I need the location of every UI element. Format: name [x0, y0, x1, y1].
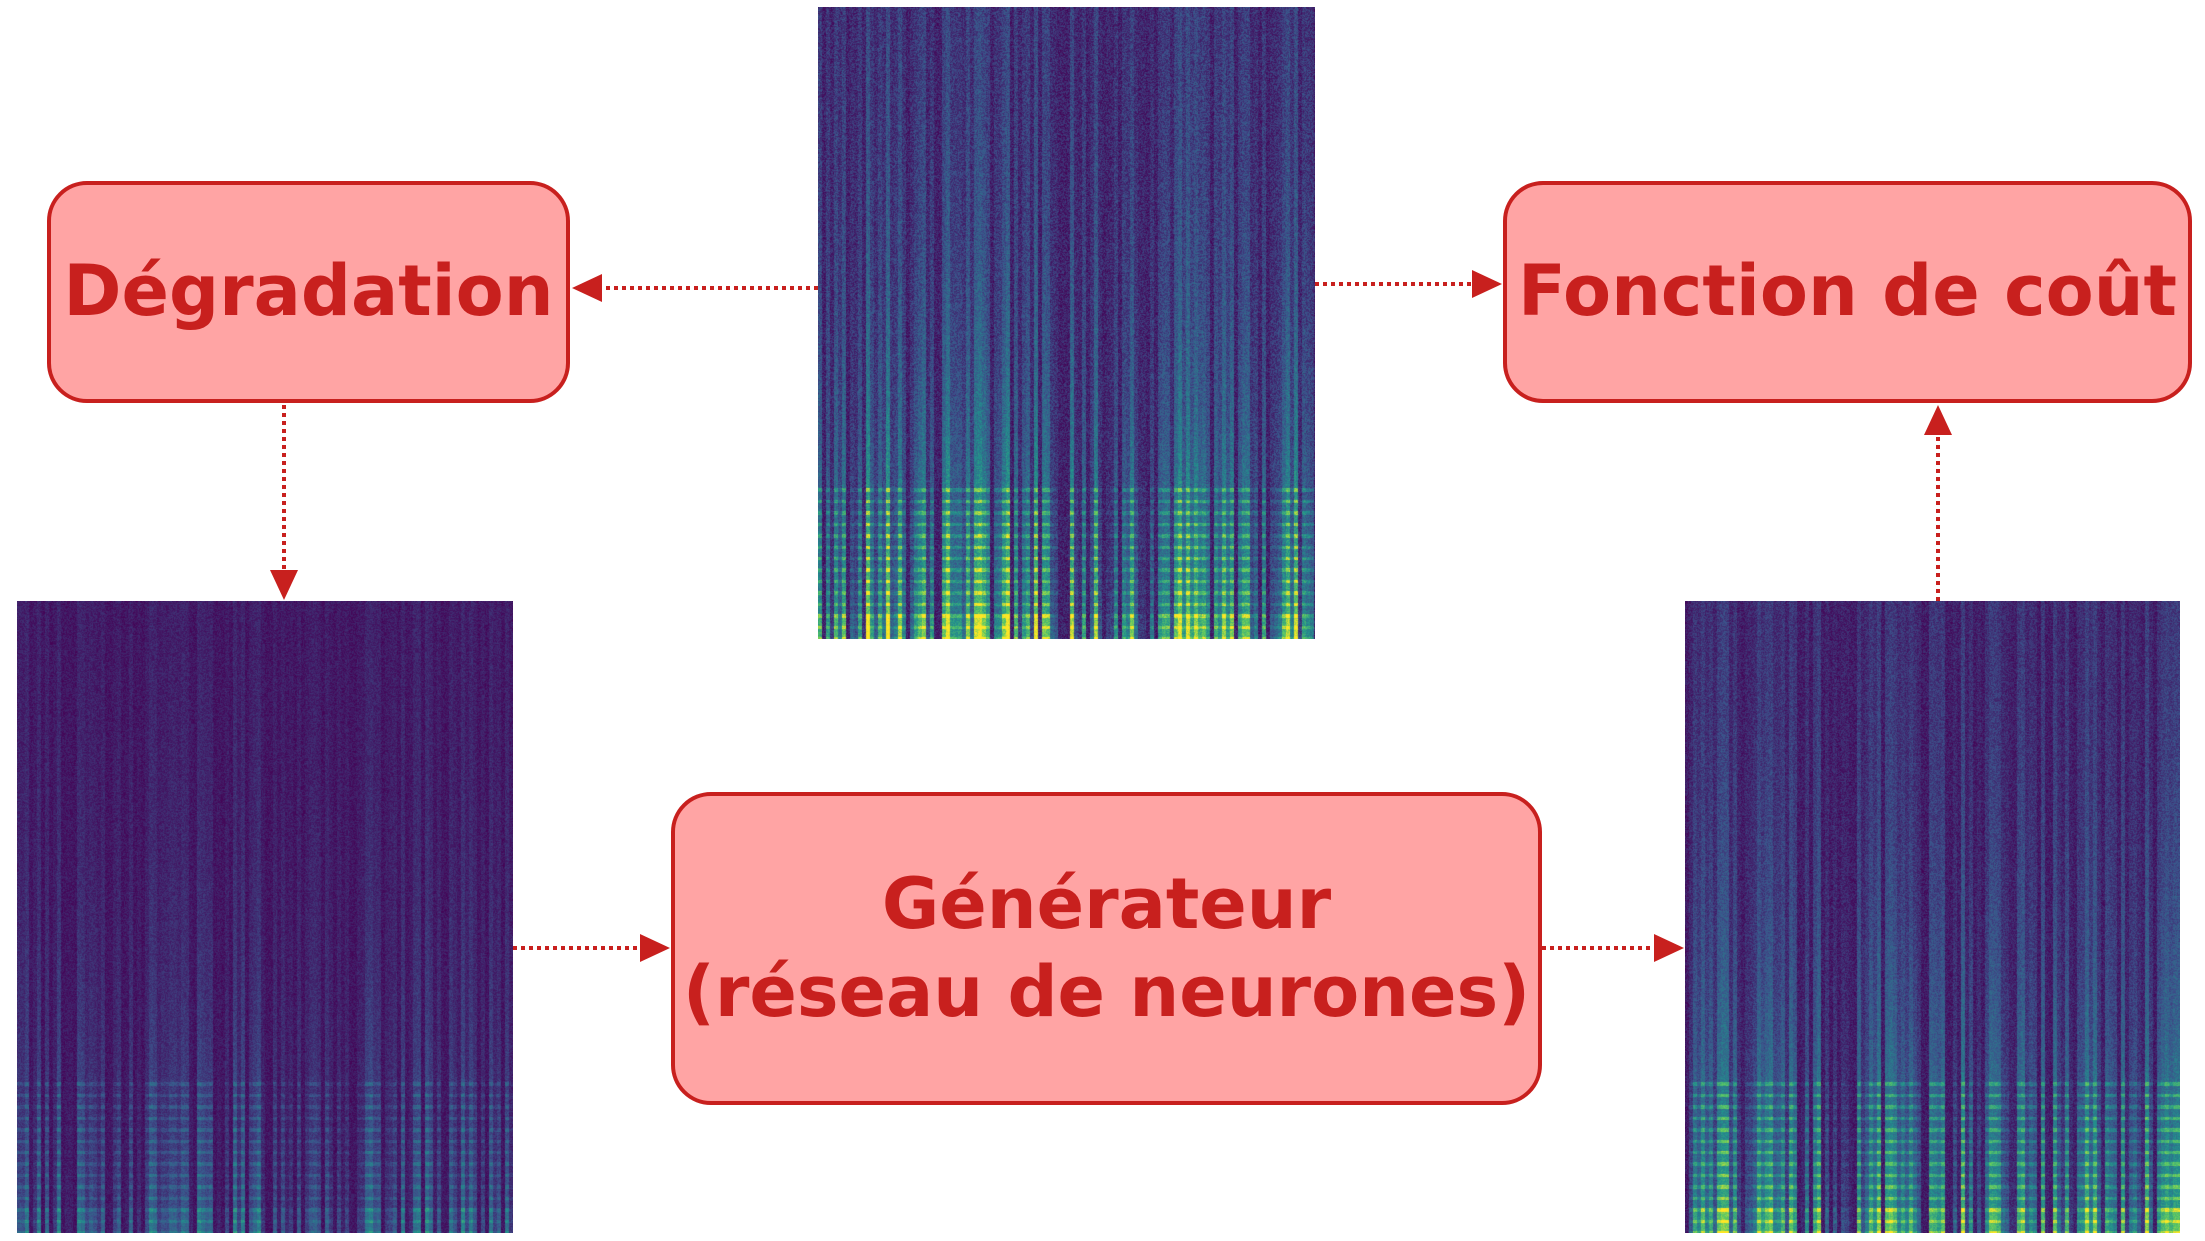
arrowhead-icon	[1924, 405, 1952, 435]
generator-box: Générateur (réseau de neurones)	[671, 792, 1542, 1105]
degraded-spectrogram	[17, 601, 513, 1233]
clean-spectrogram	[818, 7, 1315, 639]
cost-function-box: Fonction de coût	[1503, 181, 2192, 403]
arrowhead-icon	[640, 934, 670, 962]
generator-label: Générateur	[881, 863, 1332, 945]
generated-spectrogram	[1685, 601, 2180, 1233]
arrowhead-icon	[1654, 934, 1684, 962]
arrowhead-icon	[1472, 270, 1502, 298]
degradation-label: Dégradation	[63, 250, 554, 333]
arrowhead-icon	[572, 274, 602, 302]
generator-sublabel: (réseau de neurones)	[682, 950, 1531, 1033]
degradation-box: Dégradation	[47, 181, 570, 403]
arrowhead-icon	[270, 570, 298, 600]
cost-function-label: Fonction de coût	[1518, 250, 2177, 333]
